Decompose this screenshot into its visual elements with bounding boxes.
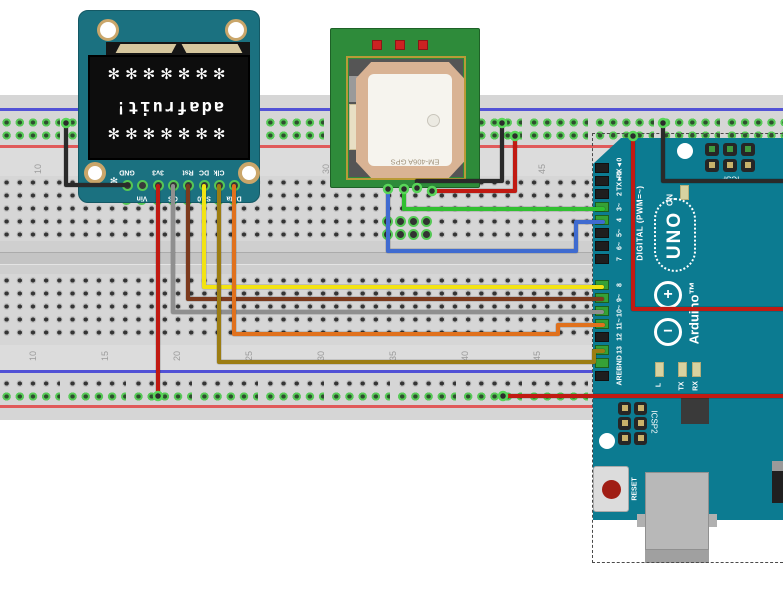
pin-5[interactable] [595,228,609,238]
icsp-pad[interactable] [741,143,755,156]
gps-antenna-pin-hole [427,114,440,127]
arduino-uno-board[interactable]: ICSP ON RX◄0 TX►1 2 3~ 4 5~ 6~ 7 8 9~ 10… [593,138,783,520]
wire-endpoint[interactable] [411,182,423,194]
icsp-pad[interactable] [723,159,737,172]
pin-0[interactable] [595,163,609,173]
oled-pad [84,162,106,184]
connected-hole[interactable] [421,229,432,240]
icsp-pad[interactable] [723,143,737,156]
icsp-pad[interactable] [705,143,719,156]
connected-hole[interactable] [408,229,419,240]
pin-12[interactable] [595,332,609,342]
arduino-mount-hole [677,143,693,159]
icsp2-pad[interactable] [634,432,647,445]
wire-oled-clk-olive[interactable] [217,184,605,364]
oled-star-row: ✻✻✻✻✻✻✻ [107,66,231,83]
oled-mount-hole [97,19,119,41]
reset-button[interactable] [593,466,629,512]
wire-rail-vin-red[interactable] [631,134,783,311]
usb-connector [645,472,709,550]
selection-outline [592,133,783,563]
wire-rail-gnd-black[interactable] [661,121,783,183]
reset-button-cap[interactable] [602,480,621,499]
wire-endpoint[interactable] [60,117,72,129]
wire-gps-blue[interactable] [386,186,605,253]
bottom-rail-red-line [0,405,783,408]
gps-led [395,40,405,50]
wire-endpoint[interactable] [152,390,164,402]
wire-endpoint[interactable] [496,117,508,129]
wire-endpoint[interactable] [657,117,669,129]
power-jack-body [772,471,783,503]
uno-capsule: UNO [654,198,696,272]
connected-hole[interactable] [421,216,432,227]
wire-endpoint[interactable] [627,130,639,142]
wire-oled-gnd-black[interactable] [64,121,130,187]
oled-pad [238,162,260,184]
wire-gps-red[interactable] [430,134,517,193]
connected-hole[interactable] [395,216,406,227]
wire-oled-rst-brown[interactable] [186,184,604,301]
usb-tab [709,514,717,527]
arduino-logo-minus: − [654,318,682,346]
arduino-dot [599,433,615,449]
wire-gps-green[interactable] [402,186,605,211]
wire-oled-cs-gray[interactable] [171,184,604,314]
adafruit-logo-icon: ✻ [109,176,119,188]
pin-7[interactable] [595,254,609,264]
gps-shield-frame [346,56,466,180]
pin-2[interactable] [595,189,609,199]
led-l [655,362,664,377]
bottom-rail-blue-line [0,370,783,373]
wire-gps-black[interactable] [415,121,504,189]
oled-display-module[interactable]: ✻✻✻✻✻✻✻ adafruit! ✻✻✻✻✻✻✻ ✻ GND 3v3 Rst … [78,10,260,203]
icsp2-pad[interactable] [618,432,631,445]
wire-endpoint[interactable] [497,390,509,402]
oled-screen: ✻✻✻✻✻✻✻ adafruit! ✻✻✻✻✻✻✻ [88,55,250,160]
gps-led [418,40,428,50]
wire-endpoint[interactable] [382,183,394,195]
icsp2-pad[interactable] [618,402,631,415]
pin-6[interactable] [595,241,609,251]
connected-hole[interactable] [408,216,419,227]
wire-endpoint[interactable] [398,183,410,195]
icsp2-pad[interactable] [634,417,647,430]
wire-endpoint[interactable] [509,130,521,142]
pin-aref[interactable] [595,371,609,381]
power-jack [772,461,783,471]
connected-hole[interactable] [395,229,406,240]
usb-tab [637,514,645,527]
usb-connector-lip [645,550,709,563]
usb-chip [681,396,709,424]
icsp2-pad[interactable] [618,417,631,430]
gps-module[interactable]: EM-406A GPS [330,28,480,188]
oled-mount-hole [225,19,247,41]
led-tx [678,362,687,377]
wire-oled-data-orange[interactable] [232,184,605,336]
led-rx [692,362,701,377]
pin-1[interactable] [595,176,609,186]
oled-pin[interactable] [137,180,148,191]
gps-led [372,40,382,50]
oled-star-row: ✻✻✻✻✻✻✻ [107,126,231,143]
wire-oled-dc-yellow[interactable] [202,184,604,289]
wire-endpoint[interactable] [426,185,438,197]
icsp-pad[interactable] [705,159,719,172]
icsp2-pad[interactable] [634,402,647,415]
icsp-pad[interactable] [741,159,755,172]
